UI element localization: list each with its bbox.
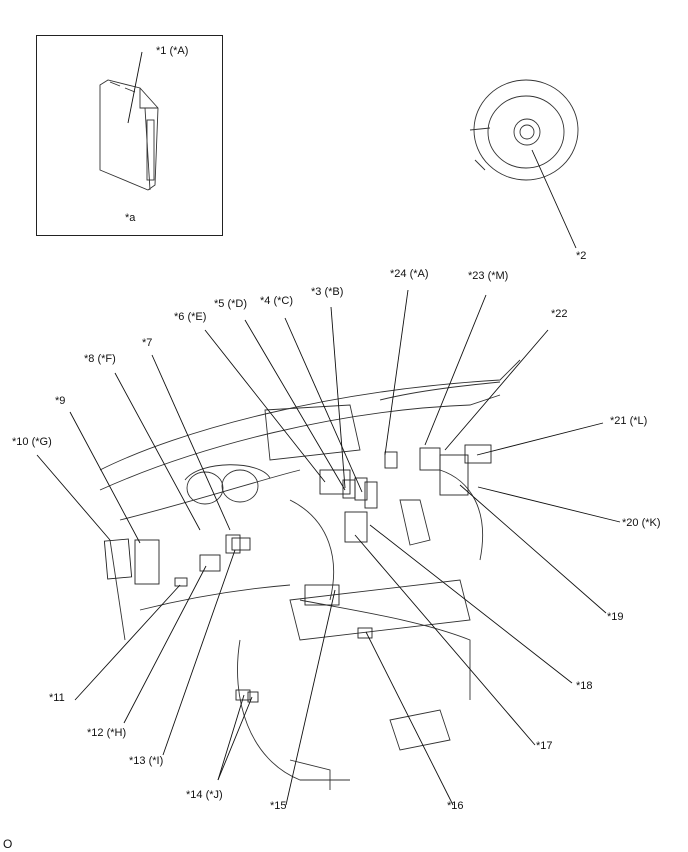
inset-view-label: *a — [125, 212, 136, 224]
leader-lines — [36, 289, 621, 806]
ecu-module-drawing — [99, 51, 159, 191]
callout-4: *4 (*C) — [260, 295, 294, 307]
callout-14: *14 (*J) — [186, 789, 223, 801]
callout-2: *2 — [576, 250, 587, 262]
callout-21: *21 (*L) — [610, 415, 648, 427]
callout-19: *19 — [607, 611, 624, 623]
callout-20: *20 (*K) — [622, 517, 661, 529]
steering-wheel-drawing — [469, 79, 579, 249]
callout-22: *22 — [551, 308, 568, 320]
inset-frame — [36, 35, 223, 236]
callout-9: *9 — [55, 395, 66, 407]
callout-10: *10 (*G) — [12, 436, 52, 448]
corner-mark: O — [3, 837, 13, 851]
callout-7: *7 — [142, 337, 153, 349]
callout-8: *8 (*F) — [84, 353, 116, 365]
callout-1-inset: *1 (*A) — [156, 45, 189, 57]
components-drawing — [103, 444, 492, 703]
callout-12: *12 (*H) — [87, 727, 127, 739]
callout-16: *16 — [447, 800, 464, 812]
callout-5: *5 (*D) — [214, 298, 248, 310]
callout-17: *17 — [536, 740, 553, 752]
callout-11: *11 — [49, 692, 65, 704]
dashboard-drawing — [99, 359, 521, 790]
callout-3: *3 (*B) — [311, 286, 344, 298]
callout-23: *23 (*M) — [468, 270, 509, 282]
callout-18: *18 — [576, 680, 593, 692]
callout-13: *13 (*I) — [129, 755, 164, 767]
callout-24: *24 (*A) — [390, 268, 429, 280]
callout-15: *15 — [270, 800, 287, 812]
callout-6: *6 (*E) — [174, 311, 207, 323]
